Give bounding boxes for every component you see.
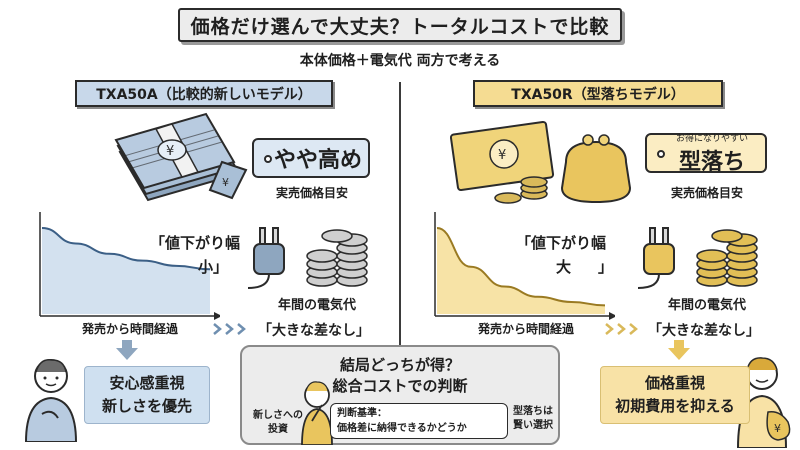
model-label-text: TXA50R（型落ちモデル） [511, 86, 685, 103]
price-caption-left: 実売価格目安 [275, 186, 348, 200]
criteria-line2: 価格差に納得できるかどうか [337, 423, 467, 434]
drop-label-left-1: 「値下がり幅 [150, 234, 241, 252]
conclusion-box: 結局どっちが得？ 総合コストでの判断 新しさへの 投資 判断基準： 価格差に納得… [240, 345, 560, 445]
result-left-line1: 安心感重視 [109, 374, 185, 392]
result-box-right: 価格重視 初期費用を抑える [600, 366, 750, 424]
person-icon-right: ¥ [736, 357, 791, 448]
criteria-bubble: 判断基準： 価格差に納得できるかどうか [330, 403, 508, 439]
power-caption-left: 年間の電気代 [277, 298, 356, 313]
svg-text:¥: ¥ [222, 176, 229, 189]
conclusion-title-line2: 総合コストでの判断 [332, 377, 468, 395]
tag-hole-icon [657, 150, 665, 158]
drop-label-right-3: 」 [598, 258, 614, 276]
center-divider [399, 82, 401, 357]
plug-coins-icon-right [637, 227, 758, 289]
result-left-line2: 新しさを優先 [101, 397, 192, 415]
model-label-txa50r: TXA50R（型落ちモデル） [473, 80, 723, 107]
right-note-line2: 賢い選択 [513, 420, 553, 431]
power-caption-right: 年間の電気代 [667, 298, 746, 313]
right-note-line1: 型落ちは [513, 406, 553, 417]
result-right-line1: 価格重視 [644, 374, 705, 392]
chart-axis-arrow [609, 312, 615, 320]
plug-coins-icon-left [247, 227, 368, 289]
tag-hole-icon [264, 155, 272, 163]
criteria-line1: 判断基準： [337, 408, 387, 419]
price-drop-chart-left [39, 212, 220, 320]
chart-area-left [42, 228, 210, 314]
price-tag-right: お得になりやすい 型落ち [645, 133, 767, 175]
page-title: 価格だけ選んで大丈夫？トータルコストで比較 [190, 15, 610, 38]
chart-line-right [436, 227, 606, 307]
model-label-txa50a: TXA50A（比較的新しいモデル） [75, 80, 333, 107]
page-subtitle: 本体価格＋電気代 両方で考える [299, 53, 501, 69]
chevrons-icon-left [213, 323, 246, 335]
price-drop-chart-right [434, 212, 615, 320]
down-arrow-icon-right [668, 340, 690, 360]
drop-label-right-1: 「値下がり幅 [516, 234, 607, 252]
svg-text:¥: ¥ [774, 422, 781, 435]
thinking-person-icon [301, 381, 333, 445]
price-caption-right: 実売価格目安 [670, 186, 743, 200]
left-note: 新しさへの 投資 [250, 409, 306, 437]
chevrons-icon-right [605, 323, 638, 335]
result-box-left: 安心感重視 新しさを優先 [84, 366, 210, 424]
person-icon-left [24, 359, 78, 442]
conclusion-title-line1: 結局どっちが得？ [339, 356, 460, 374]
price-tag-small-text: お得になりやすい [675, 133, 748, 144]
axis-label-right: 発売から時間経過 [477, 322, 574, 336]
chart-area-right [437, 228, 605, 314]
power-note-right: 「大きな差なし」 [648, 323, 760, 339]
left-note-line2: 投資 [268, 424, 288, 435]
money-purse-icon: ¥ [450, 120, 632, 204]
price-tag-left: やや高め [252, 138, 370, 178]
axis-label-left: 発売から時間経過 [81, 322, 178, 336]
right-note: 型落ちは 賢い選択 [508, 405, 558, 433]
down-arrow-icon-left [116, 340, 138, 360]
cash-stack-icon: ¥ ¥ [114, 112, 248, 202]
price-tag-text: 型落ち [678, 149, 745, 175]
power-note-left: 「大きな差なし」 [258, 323, 370, 339]
result-right-line2: 初期費用を抑える [615, 397, 735, 415]
chart-line-left [41, 227, 211, 271]
svg-text:¥: ¥ [166, 144, 174, 159]
price-tag-text: やや高め [273, 148, 362, 173]
left-note-line1: 新しさへの [253, 410, 303, 421]
page-title-banner: 価格だけ選んで大丈夫？トータルコストで比較 [178, 8, 622, 42]
chart-axis-arrow [214, 312, 220, 320]
drop-label-right-2: 大 [556, 258, 572, 276]
svg-text:¥: ¥ [498, 148, 506, 163]
model-label-text: TXA50A（比較的新しいモデル） [96, 86, 312, 103]
drop-label-left-2: 小」 [198, 258, 229, 276]
conclusion-title: 結局どっちが得？ 総合コストでの判断 [242, 355, 558, 397]
